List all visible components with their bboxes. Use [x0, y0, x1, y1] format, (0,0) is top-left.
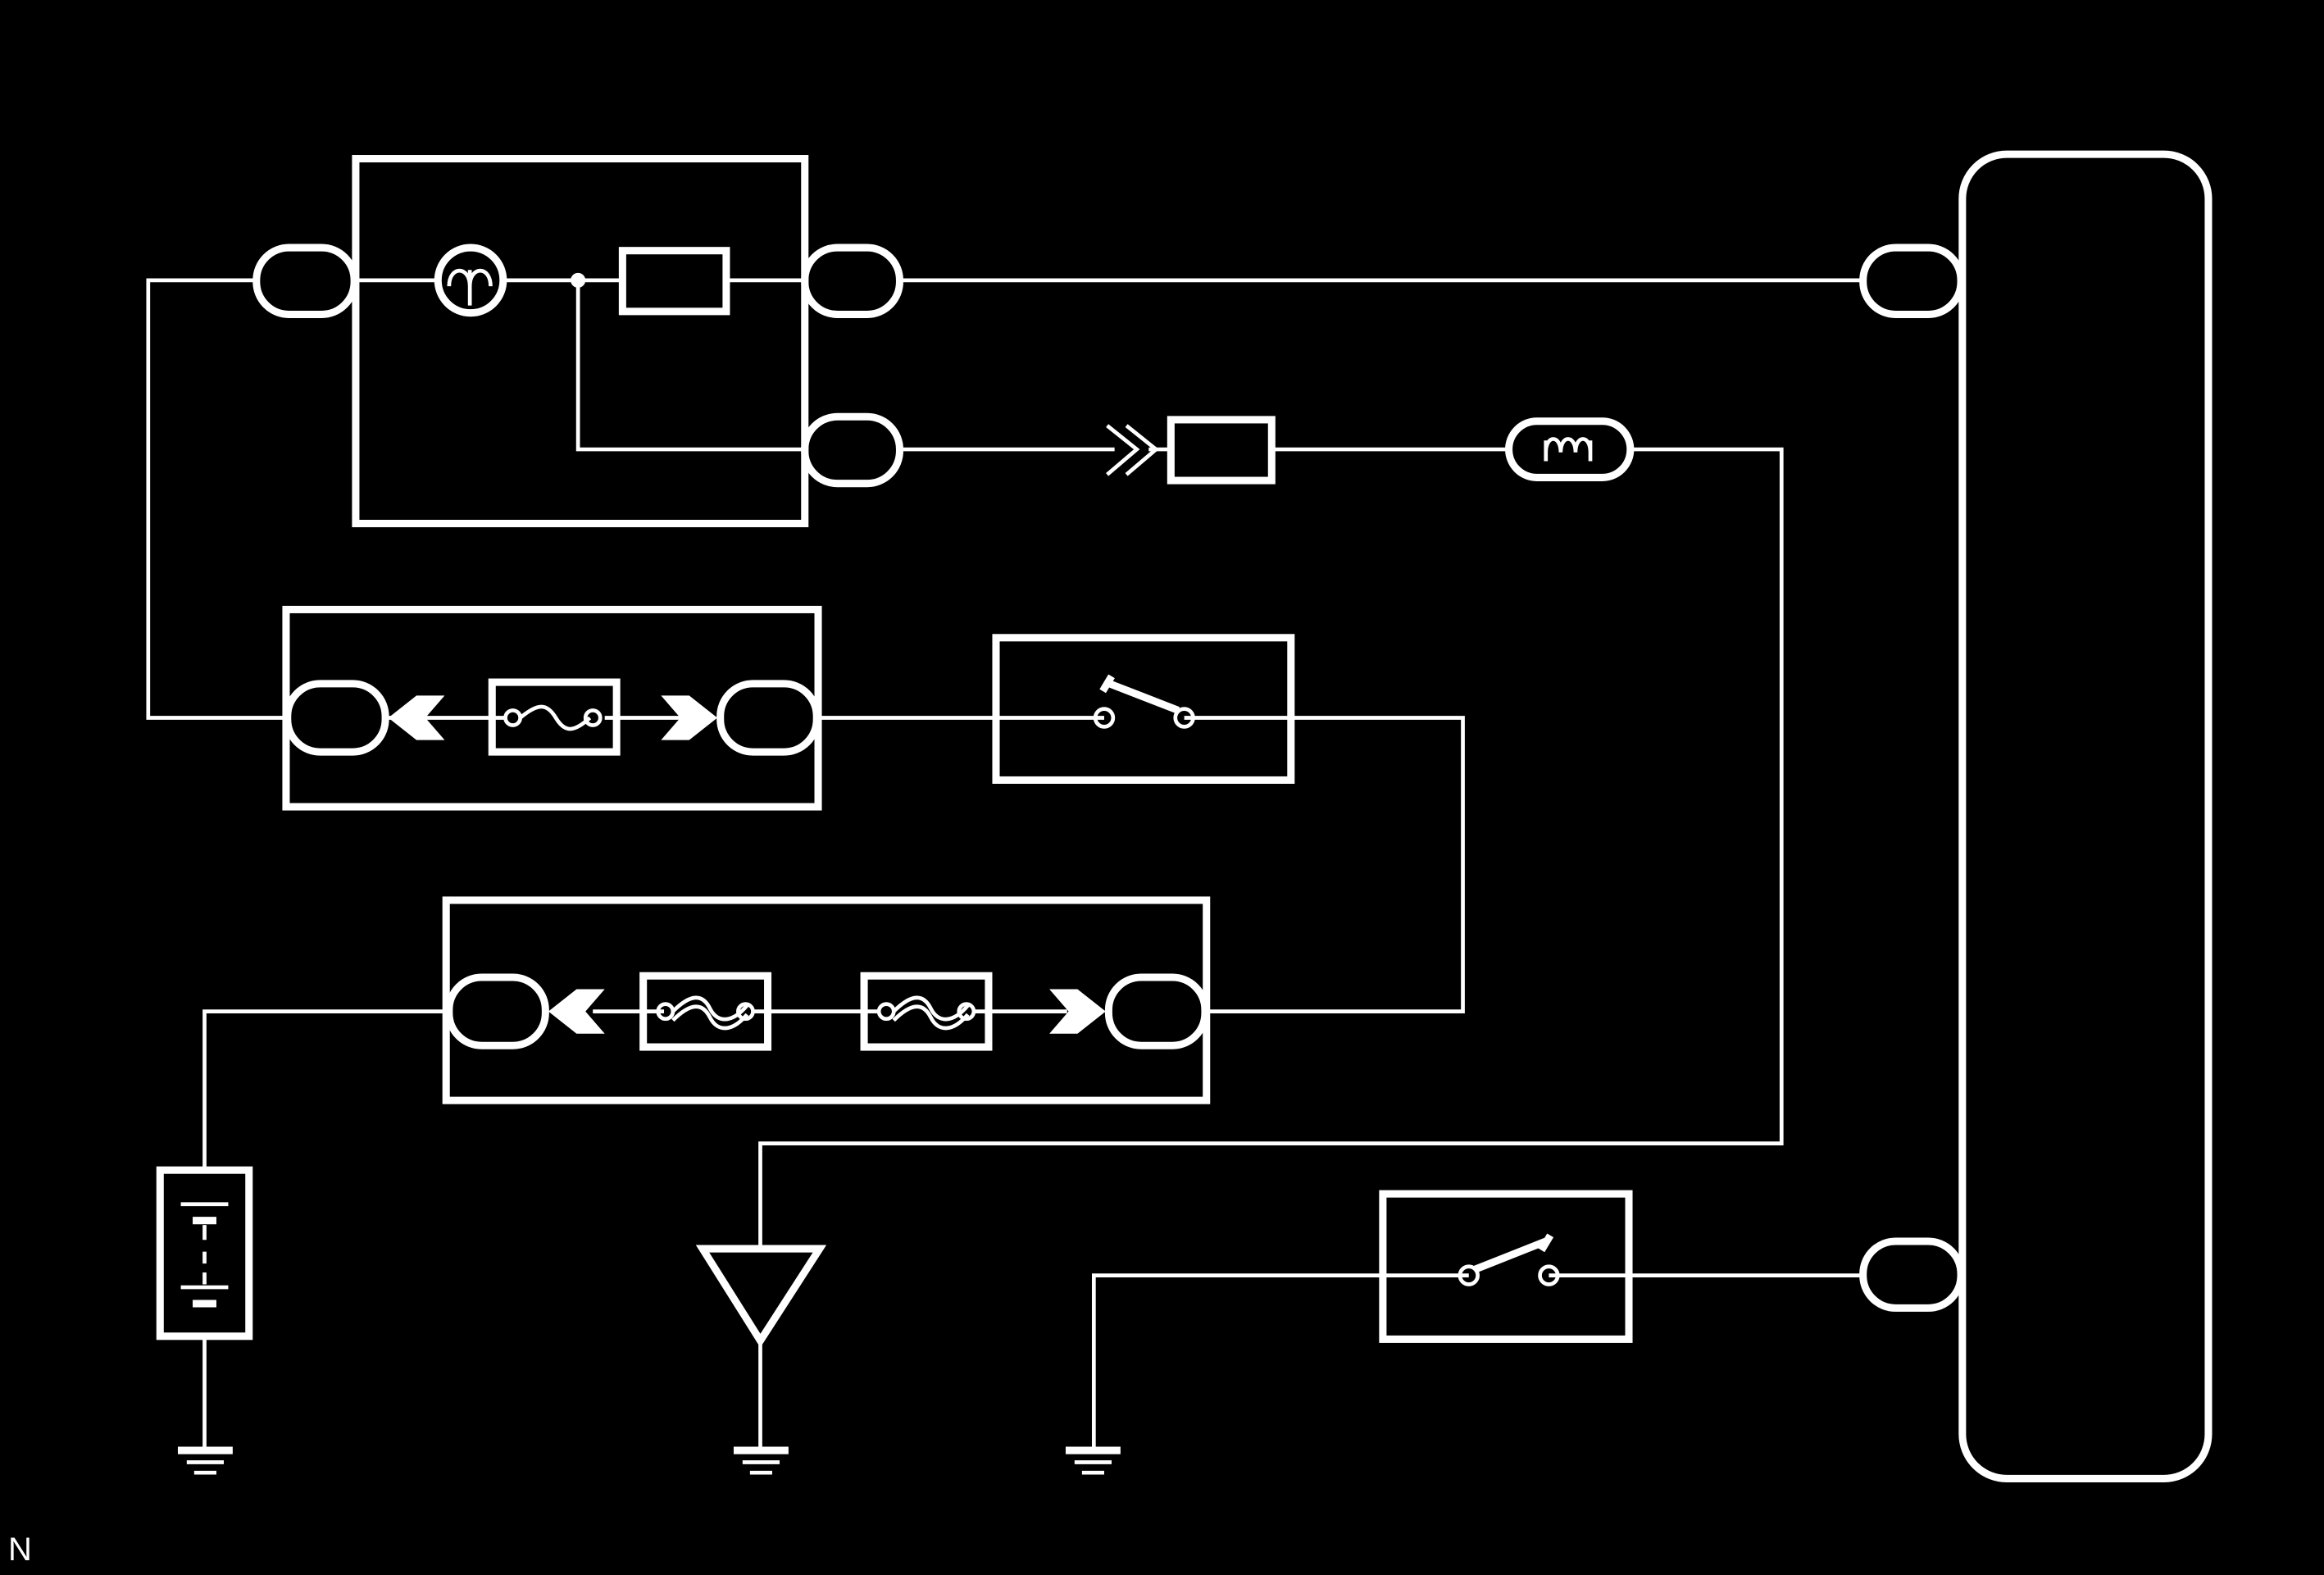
switch-contact [1538, 1264, 1560, 1286]
relay-box [352, 155, 809, 528]
arrow-left-icon [388, 695, 445, 740]
connector-pill [801, 412, 903, 488]
connector-pill [716, 680, 821, 756]
fuse-block-1 [282, 605, 822, 811]
switch-contact [1093, 707, 1116, 729]
fusible-link-element [892, 995, 970, 1031]
switch-box-1 [992, 634, 1295, 784]
wire-row2-to-battery [202, 1009, 449, 1171]
fusible-link-element [671, 995, 749, 1031]
arrow-left-icon [548, 989, 605, 1034]
connector-pill [1859, 244, 1965, 318]
switch-lever-tip [1538, 1233, 1554, 1253]
connector-pill [801, 244, 903, 318]
fuse-element [519, 704, 592, 731]
ground-icon [1065, 1446, 1121, 1475]
switch-lever-icon [1473, 1237, 1548, 1273]
lamp-filament [447, 268, 493, 306]
switch-box-2 [1379, 1190, 1633, 1343]
lamp-icon [434, 244, 507, 317]
resistor-icon [618, 247, 730, 316]
control-module-box [1958, 150, 2213, 1482]
wire-second-main [758, 447, 1784, 1250]
switch-contact [1458, 1264, 1480, 1286]
wire-loop-left [146, 278, 288, 720]
wire-branch-internal [575, 280, 808, 452]
corner-label: N [8, 1532, 32, 1568]
wire-switch2 [1091, 1273, 1863, 1451]
ground-icon [733, 1446, 789, 1475]
ground-icon [177, 1446, 233, 1475]
junction-dot [571, 272, 586, 288]
wire-row1-to-switch [816, 716, 1465, 1013]
connector-pill [1104, 973, 1209, 1049]
wires [146, 278, 1863, 1451]
coil-icon [1544, 437, 1593, 462]
switch-lever-tip [1099, 674, 1115, 694]
arrow-right-icon [661, 695, 718, 740]
fuse-terminal [503, 708, 522, 727]
battery-icon [180, 1202, 229, 1308]
fuse-block-2 [442, 896, 1211, 1104]
fusible-link-icon [639, 972, 772, 1051]
connector-pill [1859, 1237, 1965, 1312]
switch-contact [1173, 707, 1195, 729]
fuse-terminal [583, 708, 603, 727]
resistor-icon [1167, 416, 1276, 485]
arrow-right-icon [1049, 989, 1106, 1034]
antenna-triangle-icon [695, 1245, 827, 1348]
connector-pill [445, 973, 549, 1049]
connector-chevron-icon [1106, 424, 1159, 476]
connector-pill [252, 244, 358, 318]
coil-pill [1505, 417, 1635, 481]
switch-lever-icon [1104, 678, 1180, 714]
fusible-link-icon [860, 972, 993, 1051]
connector-pill [284, 680, 389, 756]
battery-box [156, 1166, 253, 1341]
fuse-icon [488, 678, 621, 756]
